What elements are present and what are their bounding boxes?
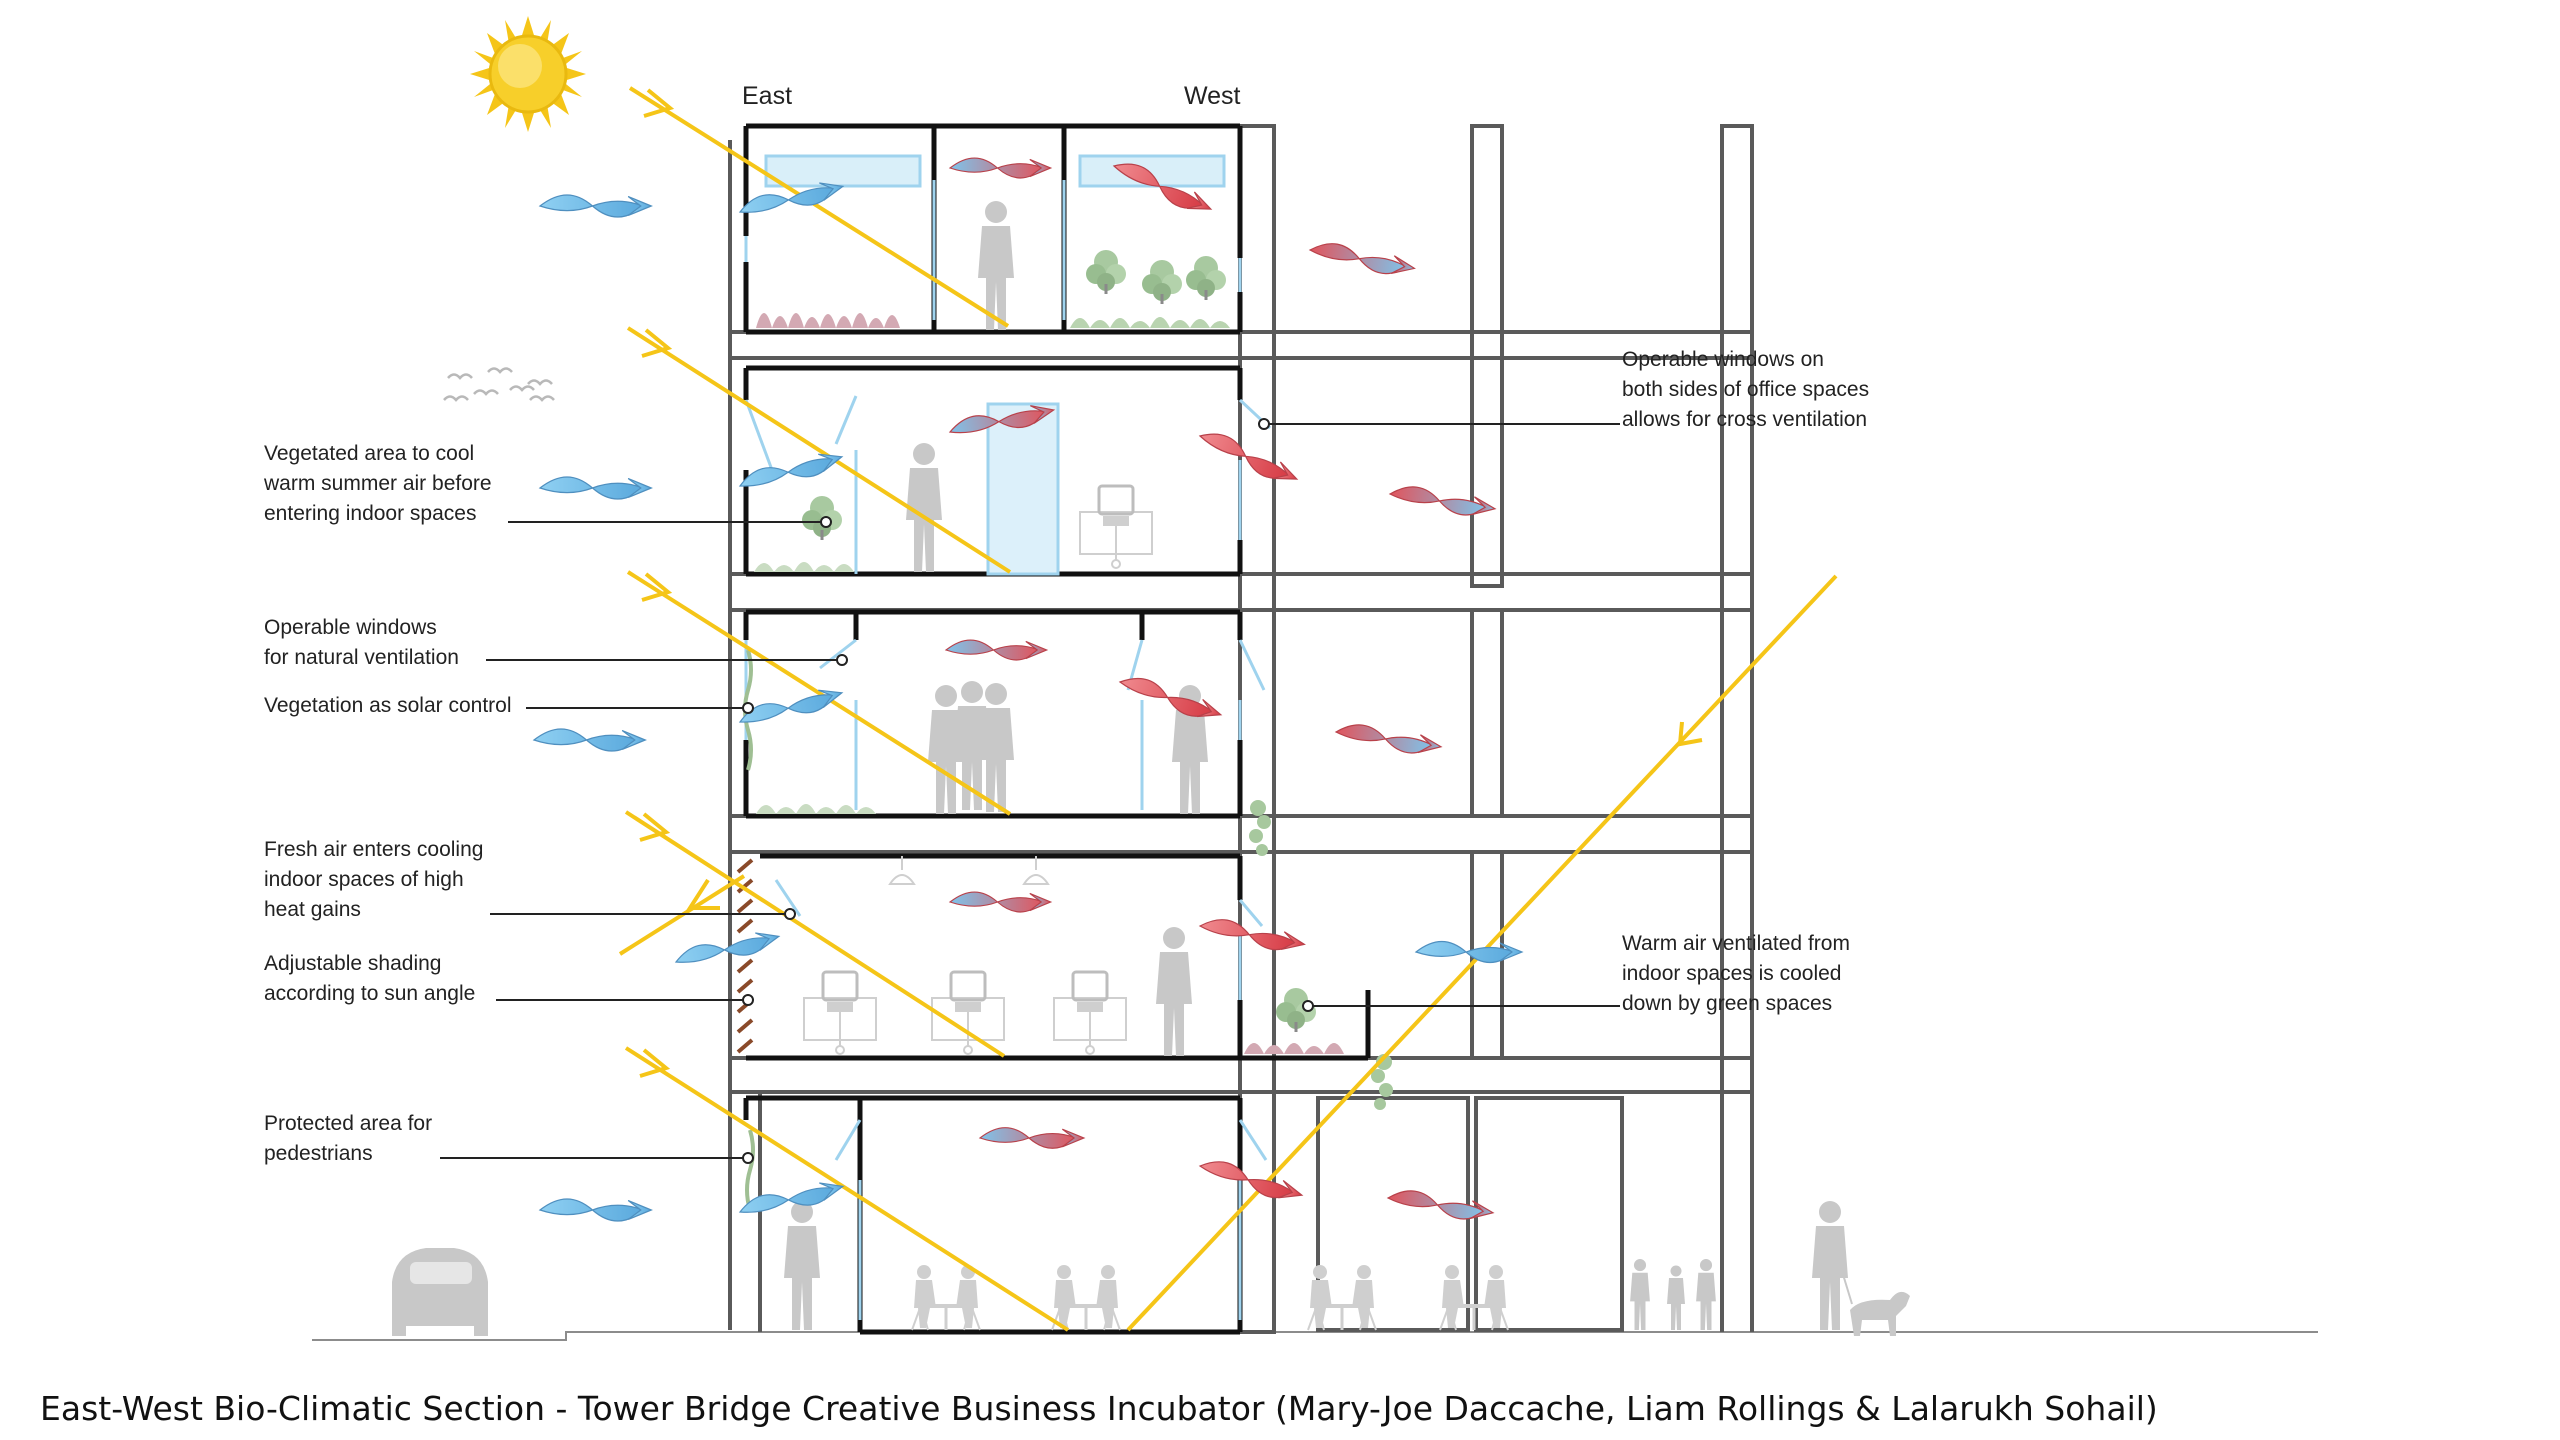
annotation-line: Protected area for [264,1112,432,1135]
annotation-line: pedestrians [264,1142,373,1165]
annotation-line: Adjustable shading [264,952,441,975]
annotation-line: according to sun angle [264,982,475,1005]
sun-icon [470,16,586,132]
car-icon [392,1248,488,1336]
annotation-operable-windows: Operable windows for natural ventilation [264,616,459,669]
annotation-line: entering indoor spaces [264,502,476,525]
annotation-line: Fresh air enters cooling [264,838,483,861]
annotation-line: indoor spaces of high [264,868,464,891]
annotation-vegetation-solar: Vegetation as solar control [264,694,512,717]
dog-icon [1837,1257,1910,1336]
annotation-line: warm summer air before [263,472,492,495]
annotation-line: heat gains [264,898,361,921]
warm-air-arrow-icon [945,155,1498,1224]
annotation-warm-air: Warm air ventilated from indoor spaces i… [1622,932,1850,1015]
annotation-line: Vegetation as solar control [264,694,512,717]
annotation-line: Operable windows [264,616,437,639]
annotation-adjustable-shading: Adjustable shading according to sun angl… [264,952,475,1005]
west-label: West [1184,82,1241,110]
annotation-cross-ventilation: Operable windows on both sides of office… [1622,348,1869,431]
plant-icon [743,250,1393,1211]
annotation-line: allows for cross ventilation [1622,408,1867,431]
ground-line [312,1331,2318,1341]
annotation-protected-area: Protected area for pedestrians [264,1112,432,1165]
annotation-fresh-air: Fresh air enters cooling indoor spaces o… [264,838,483,921]
annotation-line: down by green spaces [1622,992,1832,1015]
glazing [744,154,1272,1320]
annotation-line: Vegetated area to cool [264,442,474,465]
lamp-icon [888,856,1050,885]
annotation-line: Operable windows on [1622,348,1824,371]
east-label: East [742,82,792,110]
figure-caption: East-West Bio-Climatic Section - Tower B… [40,1389,2158,1428]
annotation-line: both sides of office spaces [1622,378,1869,401]
annotation-vegetated-area: Vegetated area to cool warm summer air b… [263,442,492,525]
annotation-line: for natural ventilation [264,646,459,669]
annotation-leader-lines [440,418,1620,1164]
bird-icon [443,367,555,402]
annotation-line: indoor spaces is cooled [1622,962,1841,985]
annotation-line: Warm air ventilated from [1622,932,1850,955]
